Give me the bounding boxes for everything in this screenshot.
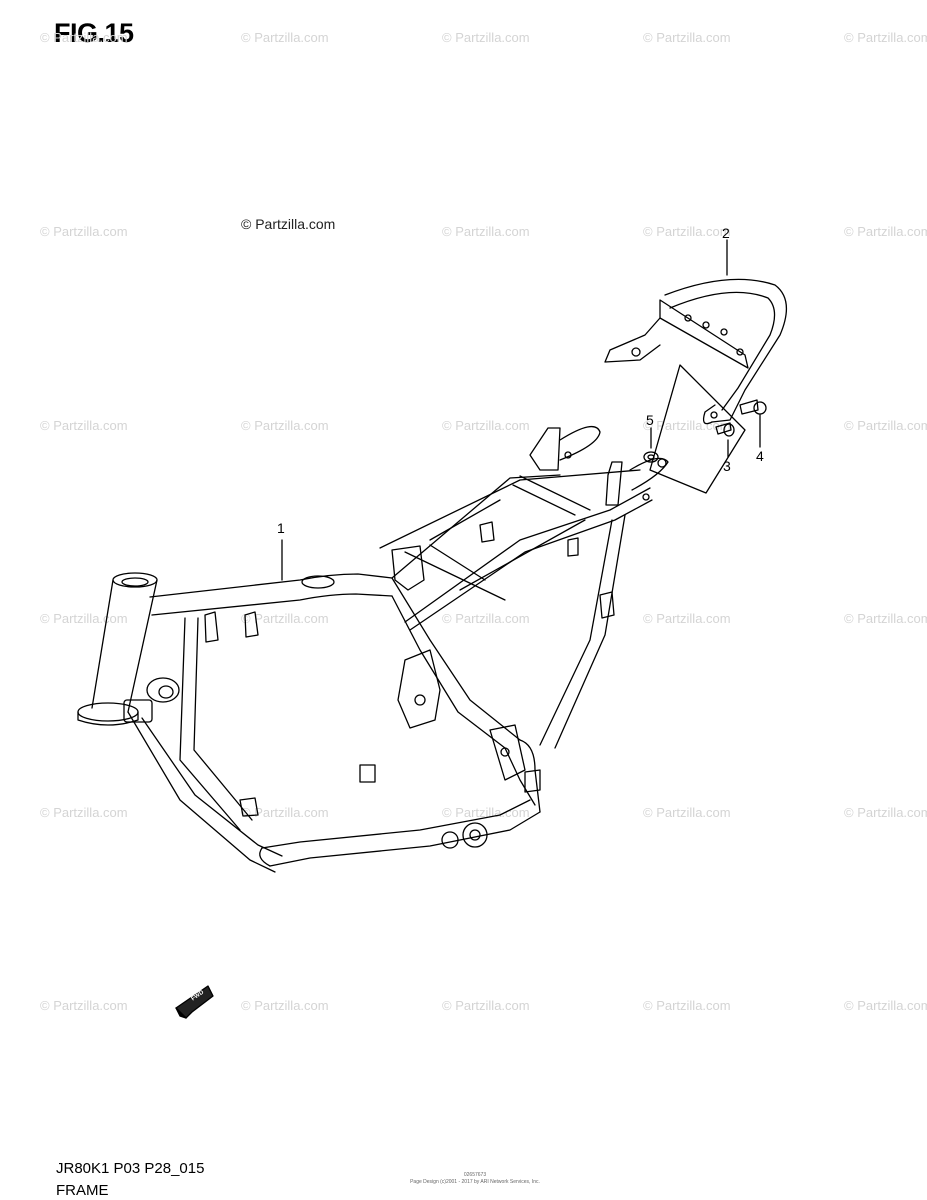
watermark: © Partzilla.com <box>442 805 530 820</box>
watermark: © Partzilla.com <box>643 611 731 626</box>
legal-id: 02657673 <box>463 1172 487 1178</box>
watermark: © Partzilla.com <box>844 30 927 45</box>
watermark: © Partzilla.com <box>844 418 927 433</box>
watermark: © Partzilla.com <box>442 611 530 626</box>
legal-text: Page Design (c)2001 - 2017 by ARI Networ… <box>410 1179 540 1185</box>
callout-1[interactable]: 1 <box>277 520 285 536</box>
callout-2[interactable]: 2 <box>722 225 730 241</box>
main-frame-part-1 <box>77 425 669 873</box>
watermark: © Partzilla.com <box>844 998 927 1013</box>
watermark: © Partzilla.com <box>643 30 731 45</box>
watermark: © Partzilla.com <box>643 998 731 1013</box>
watermark: © Partzilla.com <box>241 805 329 820</box>
callout-5[interactable]: 5 <box>646 412 654 428</box>
assembly-outline <box>649 364 746 494</box>
bolt-part-3 <box>715 422 735 437</box>
diagram-code: JR80K1 P03 P28_015 <box>56 1160 205 1177</box>
watermark: © Partzilla.com <box>40 30 128 45</box>
watermark: © Partzilla.com <box>643 224 731 239</box>
watermark: © Partzilla.com <box>241 998 329 1013</box>
watermark: © Partzilla.com <box>442 30 530 45</box>
bolt-part-4 <box>739 399 767 415</box>
watermark: © Partzilla.com <box>442 224 530 239</box>
legal-notice: 02657673 Page Design (c)2001 - 2017 by A… <box>400 1172 550 1186</box>
watermark: © Partzilla.com <box>241 418 329 433</box>
watermark: © Partzilla.com <box>844 805 927 820</box>
watermark: © Partzilla.com <box>442 998 530 1013</box>
watermark: © Partzilla.com <box>241 30 329 45</box>
watermark: © Partzilla.com <box>844 611 927 626</box>
watermark: © Partzilla.com <box>844 224 927 239</box>
copyright-notice: © Partzilla.com <box>241 216 336 232</box>
callout-4[interactable]: 4 <box>756 448 764 464</box>
watermark: © Partzilla.com <box>40 224 128 239</box>
collar-part-5 <box>643 451 659 463</box>
watermark: © Partzilla.com <box>442 418 530 433</box>
watermark: © Partzilla.com <box>40 805 128 820</box>
diagram-name: FRAME <box>56 1182 109 1199</box>
figure-title: FIG.15 <box>54 18 134 48</box>
forward-arrow-icon <box>175 985 214 1019</box>
callout-3[interactable]: 3 <box>723 458 731 474</box>
watermark: © Partzilla.com <box>40 998 128 1013</box>
watermark: © Partzilla.com <box>643 805 731 820</box>
watermark: © Partzilla.com <box>643 418 731 433</box>
watermark: © Partzilla.com <box>40 418 128 433</box>
watermark: © Partzilla.com <box>241 611 329 626</box>
rear-bracket-part-2 <box>604 278 787 425</box>
